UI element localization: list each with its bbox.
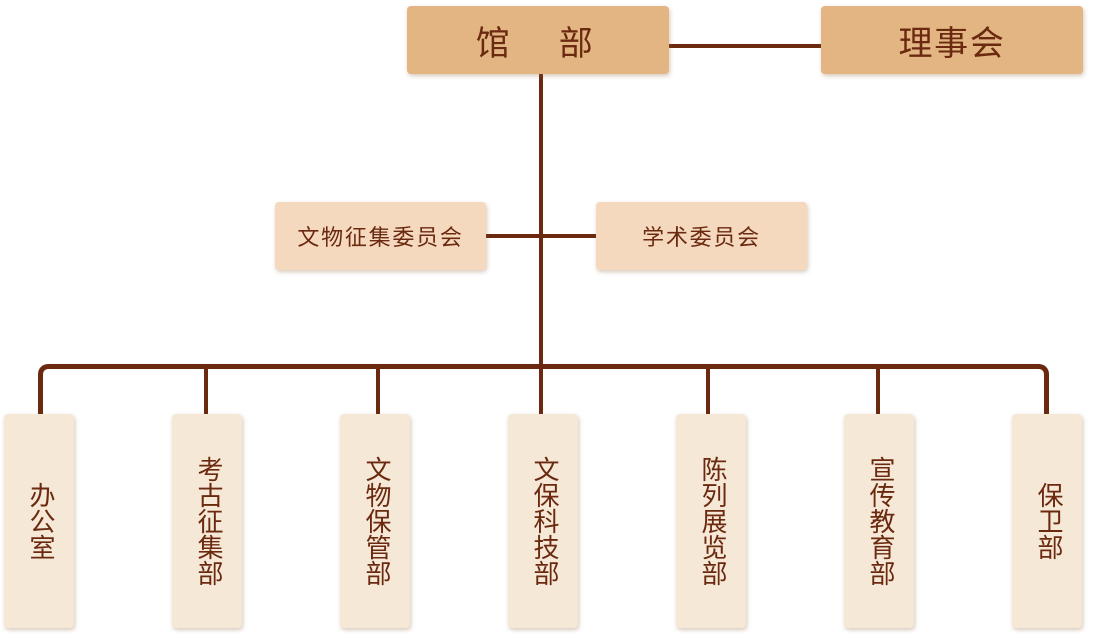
cultural-relics-collection-committee-label: 文物征集委员会 xyxy=(297,226,464,251)
department-box: 保卫部 xyxy=(1012,414,1082,628)
department-box: 文物保管部 xyxy=(340,414,410,628)
branch-drop xyxy=(706,366,710,414)
guanbu-lishihui-connector xyxy=(669,44,821,48)
cultural-relics-collection-committee-box: 文物征集委员会 xyxy=(275,202,486,270)
department-label: 文物保管部 xyxy=(360,456,391,586)
department-box: 宣传教育部 xyxy=(844,414,914,628)
department-label: 文保科技部 xyxy=(528,456,559,586)
branch-drop xyxy=(376,366,380,414)
academic-committee-label: 学术委员会 xyxy=(642,226,761,251)
horizontal-branch-line xyxy=(52,364,1035,369)
branch-drop xyxy=(204,366,208,414)
branch-line-right-end xyxy=(1033,364,1049,414)
department-label: 宣传教育部 xyxy=(864,456,895,586)
department-box: 文保科技部 xyxy=(508,414,578,628)
guanbu-box: 馆 部 xyxy=(407,6,669,74)
branch-drop xyxy=(876,366,880,414)
committee-right-connector xyxy=(542,234,596,238)
department-label: 保卫部 xyxy=(1032,482,1063,560)
main-trunk-line xyxy=(539,72,543,414)
department-box: 办公室 xyxy=(4,414,74,628)
guanbu-label: 馆 部 xyxy=(475,23,601,64)
lishihui-label: 理事会 xyxy=(898,23,1006,64)
department-label: 办公室 xyxy=(24,482,55,560)
department-box: 陈列展览部 xyxy=(676,414,746,628)
branch-line-left-end xyxy=(38,364,54,414)
department-label: 考古征集部 xyxy=(192,456,223,586)
department-label: 陈列展览部 xyxy=(696,456,727,586)
department-box: 考古征集部 xyxy=(172,414,242,628)
lishihui-box: 理事会 xyxy=(821,6,1083,74)
committee-left-connector xyxy=(486,234,542,238)
academic-committee-box: 学术委员会 xyxy=(596,202,807,270)
